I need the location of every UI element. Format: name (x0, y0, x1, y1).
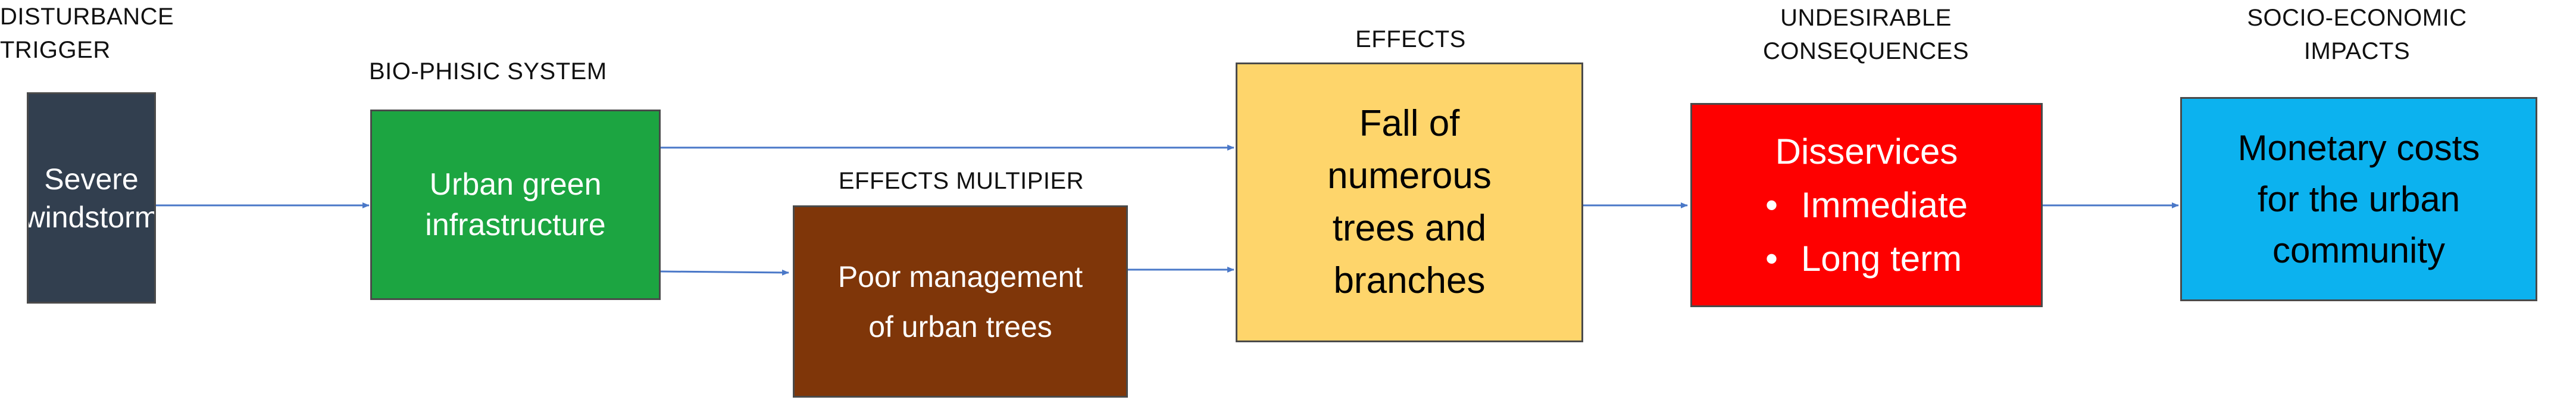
label-socio-economic-impacts: SOCIO-ECONOMIC IMPACTS (2247, 5, 2467, 64)
box-monetary-costs-text: Monetary costs for the urban community (2237, 127, 2480, 270)
box-poor-management-text: Poor management of urban trees (837, 260, 1083, 343)
box-urban-green-infrastructure: Urban green infrastructure (370, 110, 661, 300)
label-effects: EFFECTS (1355, 26, 1466, 52)
box-severe-windstorm-text: Severe windstorm (27, 162, 156, 234)
disservices-item-long-term: •Long term (1765, 238, 1962, 279)
box-poor-management: Poor management of urban trees (793, 205, 1128, 398)
box-urban-green-infrastructure-text: Urban green infrastructure (425, 167, 606, 242)
label-disturbance-trigger: DISTURBANCE TRIGGER (0, 4, 174, 63)
box-fall-of-trees-text: Fall of numerous trees and branches (1327, 103, 1492, 301)
box-disservices: Disservices •Immediate •Long term (1690, 103, 2043, 307)
box-fall-of-trees: Fall of numerous trees and branches (1236, 63, 1583, 342)
arrow-green-to-management (660, 269, 789, 276)
label-effects-multiplier: EFFECTS MULTIPIER (838, 168, 1084, 194)
box-monetary-costs: Monetary costs for the urban community (2180, 97, 2537, 301)
disservices-item-immediate: •Immediate (1765, 185, 1968, 225)
disservices-list: •Immediate •Long term (1765, 179, 1968, 286)
disservices-title: Disservices (1775, 131, 1958, 171)
label-undesirable-consequences: UNDESIRABLE CONSEQUENCES (1762, 5, 1969, 64)
box-severe-windstorm: Severe windstorm (27, 92, 156, 304)
label-bio-phisic-system: BIO-PHISIC SYSTEM (369, 58, 607, 85)
